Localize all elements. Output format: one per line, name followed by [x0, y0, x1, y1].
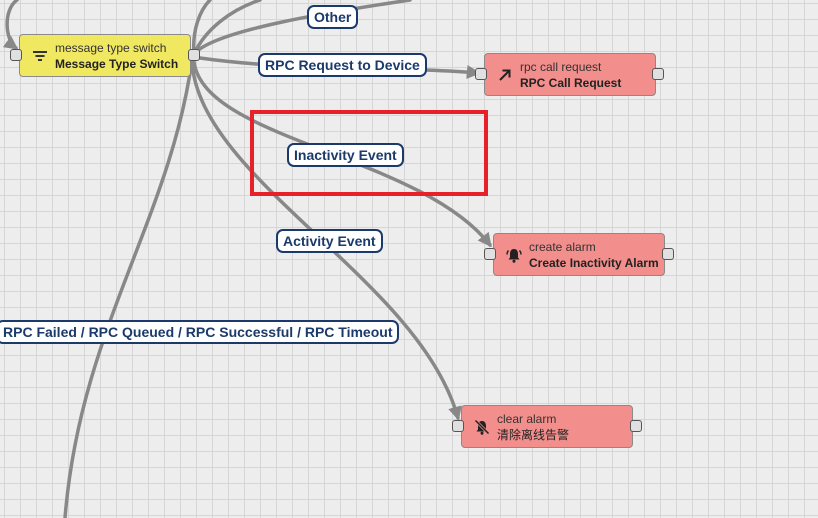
- node-type-label: message type switch: [55, 40, 167, 55]
- link-other[interactable]: [192, 0, 412, 56]
- link-rpc-results[interactable]: [63, 58, 194, 518]
- highlight-box: [250, 110, 488, 196]
- node-type-label: rpc call request: [520, 59, 602, 74]
- link-label-activity-event[interactable]: Activity Event: [276, 229, 383, 253]
- node-type-label: create alarm: [529, 239, 596, 254]
- output-port-rpc-call-request[interactable]: [652, 68, 664, 80]
- link-label-other[interactable]: Other: [307, 5, 359, 29]
- node-create-alarm[interactable]: create alarm Create Inactivity Alarm: [493, 233, 665, 276]
- node-clear-alarm[interactable]: clear alarm 清除离线告警: [461, 405, 633, 448]
- link-loop-left[interactable]: [2, 0, 19, 50]
- output-port-create-alarm[interactable]: [662, 248, 674, 260]
- input-port-create-alarm[interactable]: [484, 248, 496, 260]
- node-name-label: RPC Call Request: [520, 75, 622, 90]
- bell-off-icon: [472, 417, 492, 437]
- output-port-message-type-switch[interactable]: [188, 49, 200, 61]
- input-port-clear-alarm[interactable]: [452, 420, 464, 432]
- input-port-rpc-call-request[interactable]: [475, 68, 487, 80]
- input-port-message-type-switch[interactable]: [10, 49, 22, 61]
- node-message-type-switch[interactable]: message type switch Message Type Switch: [19, 34, 191, 77]
- link-label-inactivity-event[interactable]: Inactivity Event: [287, 143, 404, 167]
- filter-icon: [30, 46, 50, 66]
- link-label-rpc-request-to-device[interactable]: RPC Request to Device: [258, 53, 427, 77]
- node-name-label: 清除离线告警: [497, 427, 570, 442]
- link-incoming-top[interactable]: [191, 0, 212, 56]
- bell-alert-icon: [504, 245, 524, 265]
- node-type-label: clear alarm: [497, 411, 557, 426]
- arrow-up-right-icon: [495, 65, 515, 85]
- link-label-rpc-results[interactable]: RPC Failed / RPC Queued / RPC Successful…: [0, 320, 400, 344]
- node-rpc-call-request[interactable]: rpc call request RPC Call Request: [484, 53, 656, 96]
- output-port-clear-alarm[interactable]: [630, 420, 642, 432]
- node-name-label: Create Inactivity Alarm: [529, 255, 659, 270]
- link-incoming-top-2[interactable]: [192, 0, 262, 56]
- node-name-label: Message Type Switch: [55, 56, 179, 71]
